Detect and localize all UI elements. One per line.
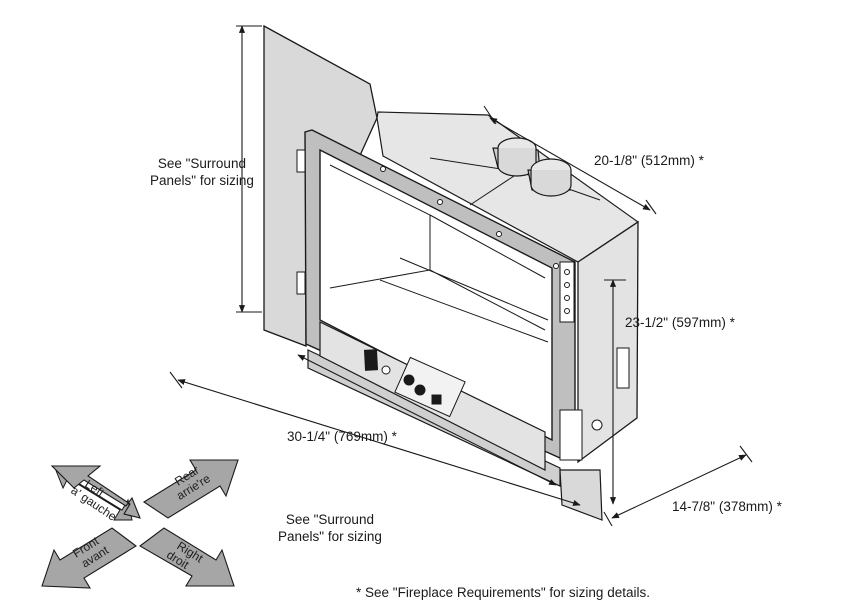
surround-panels-note-top: See "Surround Panels" for sizing: [150, 156, 254, 188]
depth-right-dimension: 14-7/8" (378mm) *: [672, 499, 782, 514]
arrow-rear: Rear arrie're: [142, 459, 239, 519]
arrow-left: Left a' gauche: [50, 465, 141, 524]
dimension-lines: [169, 25, 753, 527]
footnote: * See "Fireplace Requirements" for sizin…: [356, 585, 650, 600]
direction-arrows: Left a' gauche Rear arrie're Front avant…: [41, 459, 239, 589]
depth-top-dimension: 20-1/8" (512mm) *: [594, 153, 704, 168]
right-side-panel: [577, 220, 639, 464]
height-dimension: 23-1/2" (597mm) *: [625, 315, 735, 330]
arrow-front: Front avant: [41, 527, 137, 589]
bottom-surround-panel: [559, 469, 603, 521]
svg-text:Right droit: Right droit: [164, 537, 208, 579]
surround-panels-note-bottom: See "Surround Panels" for sizing: [278, 512, 382, 544]
arrow-right: Right droit: [139, 527, 235, 587]
width-dimension: 30-1/4" (769mm) *: [287, 429, 397, 444]
firebox-interior: [329, 164, 549, 343]
frame-screws: [380, 166, 559, 269]
